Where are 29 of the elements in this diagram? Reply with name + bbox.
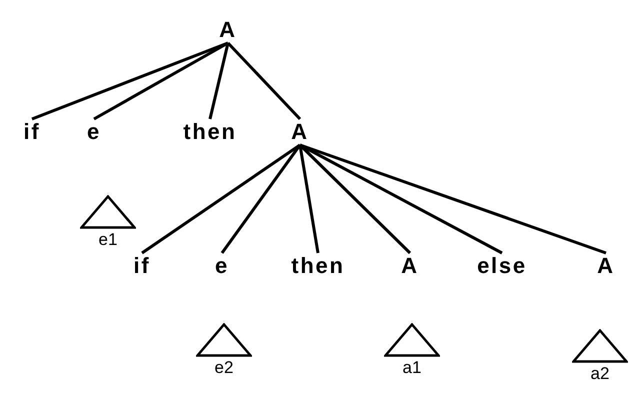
subtree-triangle [384,323,440,357]
grammar-symbol: else [477,255,527,277]
subtree-label: e2 [214,359,234,376]
subtree-triangle [196,323,252,357]
tree-branch [298,144,412,254]
tree-branch [93,42,229,120]
grammar-symbol: if [24,121,40,143]
grammar-symbol: A [219,19,237,41]
tree-branch [300,144,606,254]
tree-branch [226,42,302,120]
subtree-label: e1 [98,231,118,248]
tree-branch [141,144,301,254]
grammar-symbol: A [597,255,615,277]
tree-branch [299,144,503,254]
grammar-symbol: if [134,255,150,277]
grammar-symbol: then [291,255,345,277]
tree-branch [220,144,302,254]
tree-branch [31,42,229,120]
grammar-symbol: e [87,121,101,143]
subtree-triangle [80,195,136,229]
subtree-label: a1 [402,359,422,376]
grammar-symbol: e [215,255,229,277]
grammar-symbol: then [183,121,237,143]
grammar-symbol: A [401,255,419,277]
subtree-triangle [572,329,628,363]
subtree-label: a2 [590,365,610,382]
grammar-symbol: A [291,121,309,143]
tree-branch [208,42,230,120]
tree-branch [298,144,320,254]
